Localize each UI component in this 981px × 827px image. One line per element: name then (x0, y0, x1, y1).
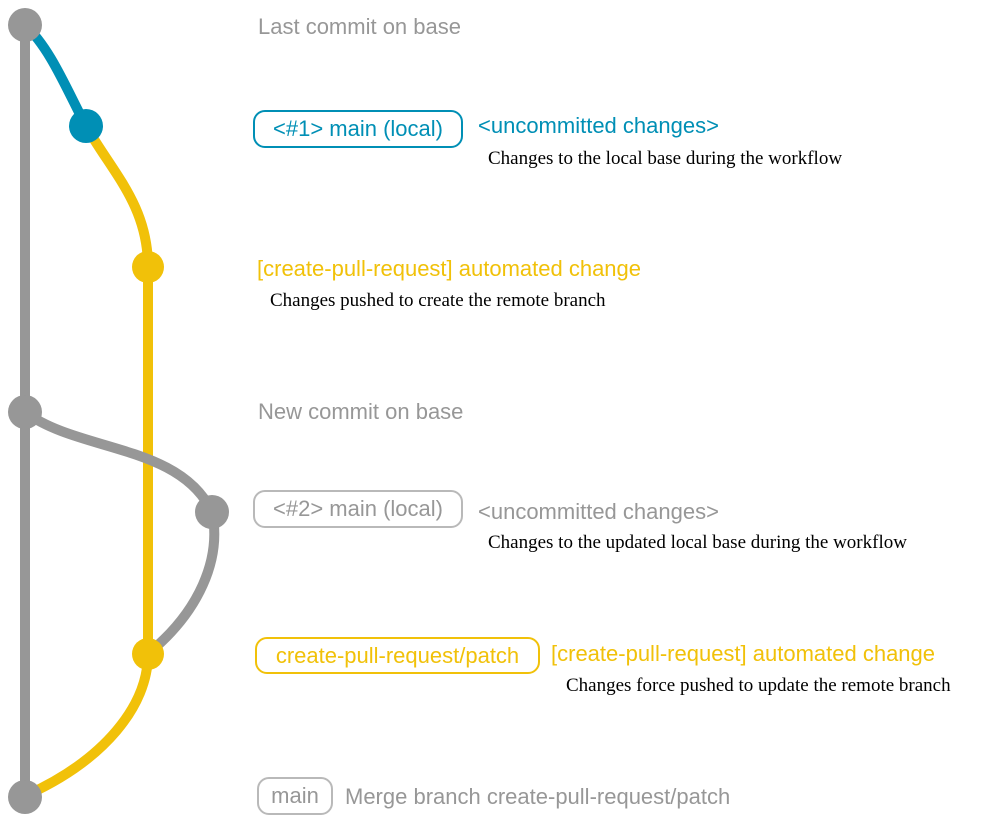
label-automated-change-1: [create-pull-request] automated change (257, 256, 642, 281)
branch-badge-main-local-2: <#2> main (local) (253, 490, 463, 528)
branch-badge-main: main (257, 777, 333, 815)
patch-branch-line (22, 121, 153, 800)
note-force-pushed-update-branch: Changes force pushed to update the remot… (566, 675, 951, 696)
base-to-local-2-curve (20, 407, 217, 517)
label-automated-change-2: [create-pull-request] automated change (551, 641, 936, 666)
commit-node-patch-1 (132, 251, 164, 283)
label-uncommitted-changes-2: <uncommitted changes> (478, 499, 719, 524)
label-last-commit-on-base: Last commit on base (258, 14, 461, 39)
branch-badge-main-local-1: <#1> main (local) (253, 110, 463, 148)
commit-node-last-base (8, 8, 42, 42)
label-merge-message: Merge branch create-pull-request/patch (345, 784, 731, 809)
local-main-branch-line (20, 20, 91, 131)
commit-node-local-2 (195, 495, 229, 529)
label-new-commit-on-base: New commit on base (258, 399, 464, 424)
branch-badge-patch: create-pull-request/patch (255, 637, 540, 674)
commit-node-patch-2 (132, 638, 164, 670)
commit-node-local-1 (69, 109, 103, 143)
note-local-base-changes: Changes to the local base during the wor… (488, 148, 843, 169)
note-updated-local-base-changes: Changes to the updated local base during… (488, 532, 907, 553)
commit-node-merge (8, 780, 42, 814)
commit-node-new-base (8, 395, 42, 429)
label-uncommitted-changes-1: <uncommitted changes> (478, 113, 719, 138)
note-pushed-create-branch: Changes pushed to create the remote bran… (270, 290, 606, 311)
local-2-to-patch-curve (145, 507, 220, 657)
